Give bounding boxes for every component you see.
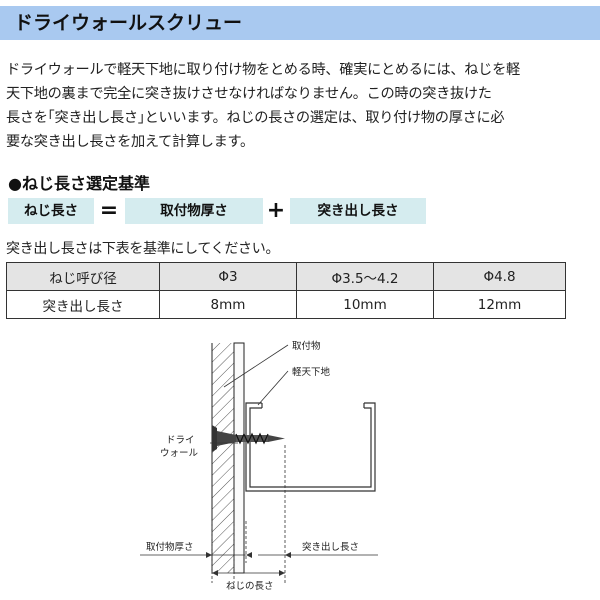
formula-term-protrusion: 突き出し長さ xyxy=(290,198,426,224)
table-header-row: ねじ呼び径 Φ3 Φ3.5～4.2 Φ4.8 xyxy=(6,262,566,291)
length-formula: ねじ長さ = 取付物厚さ + 突き出し長さ xyxy=(0,198,600,224)
page-title: ドライウォールスクリュー xyxy=(14,12,243,34)
page-header: ドライウォールスクリュー xyxy=(0,6,600,40)
formula-term-screw-length: ねじ長さ xyxy=(8,198,94,224)
table-note: 突き出し長さは下表を基準にしてください。 xyxy=(6,241,280,257)
intro-line: 天下地の裏まで完全に突き抜けさせなければなりません。この時の突き抜けた xyxy=(6,86,492,102)
label-attach-thickness: 取付物厚さ xyxy=(146,541,194,553)
steel-stud xyxy=(245,402,376,492)
label-attachment: 取付物 xyxy=(292,340,321,352)
formula-plus-sign: + xyxy=(266,198,286,223)
intro-line: 長さを｢突き出し長さ｣といいます。ねじの長さの選定は、取り付け物の厚さに必 xyxy=(6,110,505,126)
table-header-cell: Φ4.8 xyxy=(433,262,566,291)
label-screw-length: ねじの長さ xyxy=(226,581,274,592)
section-title: ●ねじ長さ選定基準 xyxy=(8,174,150,193)
protrusion-table: ねじ呼び径 Φ3 Φ3.5～4.2 Φ4.8 突き出し長さ 8mm 10mm 1… xyxy=(6,262,566,319)
formula-term-attachment-thickness: 取付物厚さ xyxy=(125,198,263,224)
table-cell: 突き出し長さ xyxy=(6,290,160,319)
label-protrusion: 突き出し長さ xyxy=(302,541,359,553)
attachment-board xyxy=(211,343,234,573)
diagram-annotations: 取付物 軽天下地 ドライ ウォール 取付物厚さ 突き出し長さ ねじの長さ xyxy=(140,340,378,592)
label-drywall-line2: ウォール xyxy=(160,448,199,459)
table-header-cell: Φ3.5～4.2 xyxy=(296,262,434,291)
table-cell: 12mm xyxy=(433,290,566,319)
table-cell: 10mm xyxy=(296,290,434,319)
screw-cross-section-diagram: 取付物 軽天下地 ドライ ウォール 取付物厚さ 突き出し長さ ねじの長さ xyxy=(140,340,378,592)
formula-equals-sign: = xyxy=(99,198,119,223)
label-drywall-line1: ドライ xyxy=(166,435,195,446)
intro-line: 要な突き出し長さを加えて計算します。 xyxy=(6,134,254,150)
intro-line: ドライウォールで軽天下地に取り付け物をとめる時、確実にとめるには、ねじを軽 xyxy=(6,62,520,78)
table-header-cell: ねじ呼び径 xyxy=(6,262,160,291)
drywall-screw xyxy=(212,425,285,452)
label-stud: 軽天下地 xyxy=(292,366,331,378)
intro-paragraph: ドライウォールで軽天下地に取り付け物をとめる時、確実にとめるには、ねじを軽 天下… xyxy=(6,58,596,154)
table-cell: 8mm xyxy=(159,290,297,319)
table-header-cell: Φ3 xyxy=(159,262,297,291)
table-row: 突き出し長さ 8mm 10mm 12mm xyxy=(6,290,566,319)
